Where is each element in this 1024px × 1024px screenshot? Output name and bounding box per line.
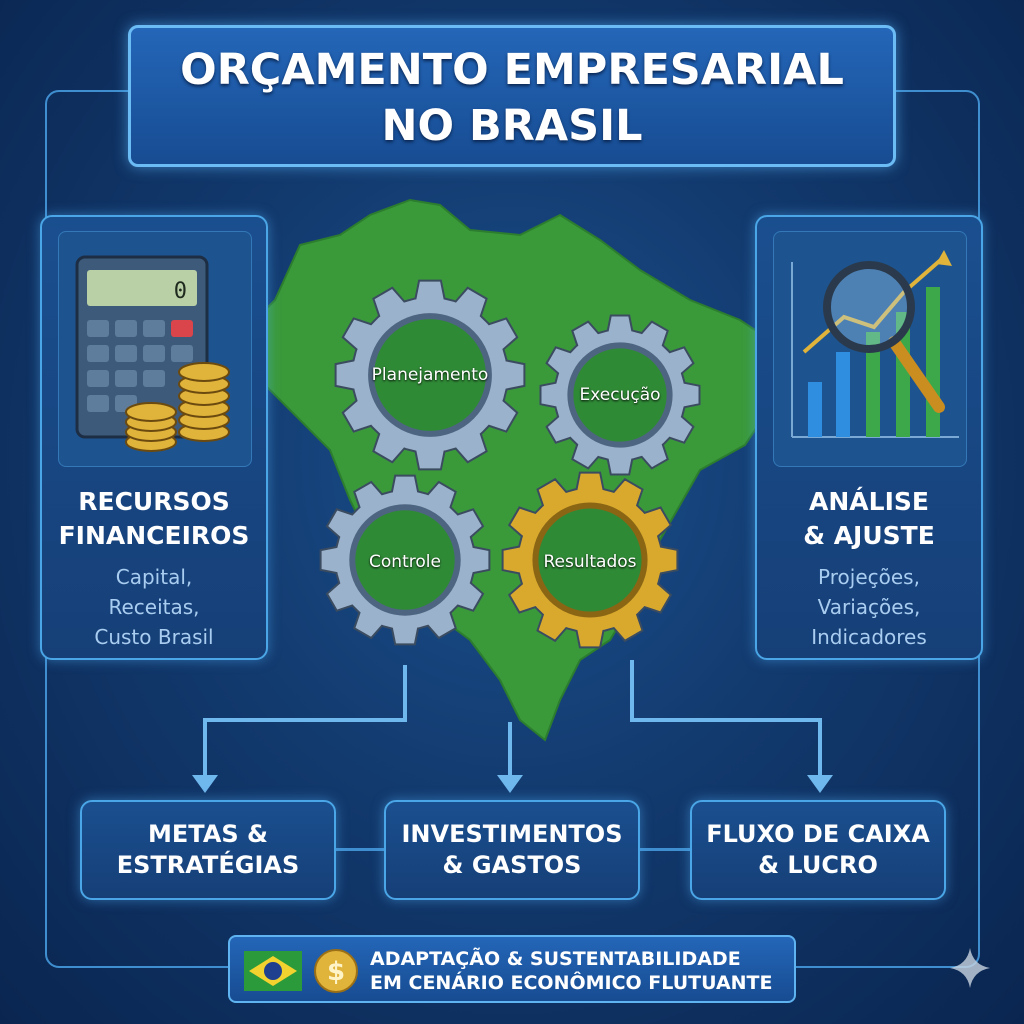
bottom-banner: $ ADAPTAÇÃO & SUSTENTABILIDADE EM CENÁRI… [228, 935, 796, 1003]
arrowhead-icon [807, 775, 833, 793]
recursos-financeiros-panel: 0 RECURSOS FINANCEIROS Capital, Receitas… [40, 215, 268, 660]
box-line: & LUCRO [758, 851, 878, 879]
subtitle-line: Capital, [115, 565, 193, 589]
arrowhead-icon [192, 775, 218, 793]
flow-arrows [203, 660, 822, 780]
box-line: FLUXO DE CAIXA [706, 820, 930, 848]
metas-estrategias-box: METAS & ESTRATÉGIAS [80, 800, 336, 900]
gear-controle [319, 474, 491, 646]
calculator-coins-illustration: 0 [58, 231, 252, 467]
brazil-map [243, 198, 787, 742]
title-line: RECURSOS [78, 487, 230, 516]
banner-icons: $ [244, 949, 358, 993]
connector-line [640, 848, 690, 851]
calculator-display: 0 [174, 279, 187, 304]
gear-execução [539, 314, 701, 476]
gear-label-planejamento: Planejamento [371, 365, 489, 385]
box-line: & GASTOS [442, 851, 582, 879]
subtitle-line: Custo Brasil [94, 625, 214, 649]
analise-ajuste-panel: ANÁLISE & AJUSTE Projeções, Variações, I… [755, 215, 983, 660]
title-line: ANÁLISE [809, 487, 929, 516]
connector-line [336, 848, 384, 851]
banner-text: ADAPTAÇÃO & SUSTENTABILIDADE EM CENÁRIO … [370, 947, 773, 995]
banner-line-1: ADAPTAÇÃO & SUSTENTABILIDADE [370, 948, 741, 970]
arrowhead-icon [497, 775, 523, 793]
calculator-icon: 0 [75, 255, 230, 452]
dollar-coin-icon: $ [314, 949, 358, 993]
magnifier-bar-chart-icon [791, 250, 959, 438]
subtitle-line: Projeções, [818, 565, 920, 589]
gear-label-controle: Controle [369, 552, 441, 572]
analysis-illustration [773, 231, 967, 467]
title-line-2: NO BRASIL [381, 101, 643, 151]
gear-label-execucao: Execução [579, 385, 661, 405]
title-line: & AJUSTE [803, 521, 935, 550]
svg-text:$: $ [327, 957, 345, 987]
gear-resultados [501, 471, 679, 649]
subtitle-line: Receitas, [108, 595, 200, 619]
gear-label-resultados: Resultados [543, 552, 637, 572]
fluxo-caixa-lucro-box: FLUXO DE CAIXA & LUCRO [690, 800, 946, 900]
gear-planejamento [334, 279, 526, 471]
recursos-title: RECURSOS FINANCEIROS [42, 485, 266, 553]
investimentos-gastos-box: INVESTIMENTOS & GASTOS [384, 800, 640, 900]
sparkle-icon [950, 948, 990, 988]
brazil-flag-icon [244, 951, 302, 991]
analise-subtitle: Projeções, Variações, Indicadores [757, 562, 981, 652]
box-line: METAS & [148, 820, 268, 848]
arrow-to-metas [203, 665, 407, 780]
subtitle-line: Variações, [817, 595, 921, 619]
page-title: ORÇAMENTO EMPRESARIAL NO BRASIL [128, 25, 896, 167]
box-line: INVESTIMENTOS [401, 820, 623, 848]
title-line-1: ORÇAMENTO EMPRESARIAL [180, 45, 844, 95]
title-line: FINANCEIROS [58, 521, 250, 550]
analise-title: ANÁLISE & AJUSTE [757, 485, 981, 553]
recursos-subtitle: Capital, Receitas, Custo Brasil [42, 562, 266, 652]
arrow-to-fluxo [630, 660, 822, 780]
box-line: ESTRATÉGIAS [116, 851, 300, 879]
subtitle-line: Indicadores [811, 625, 927, 649]
banner-line-2: EM CENÁRIO ECONÔMICO FLUTUANTE [370, 972, 773, 994]
coin-stack-icon [125, 362, 230, 452]
